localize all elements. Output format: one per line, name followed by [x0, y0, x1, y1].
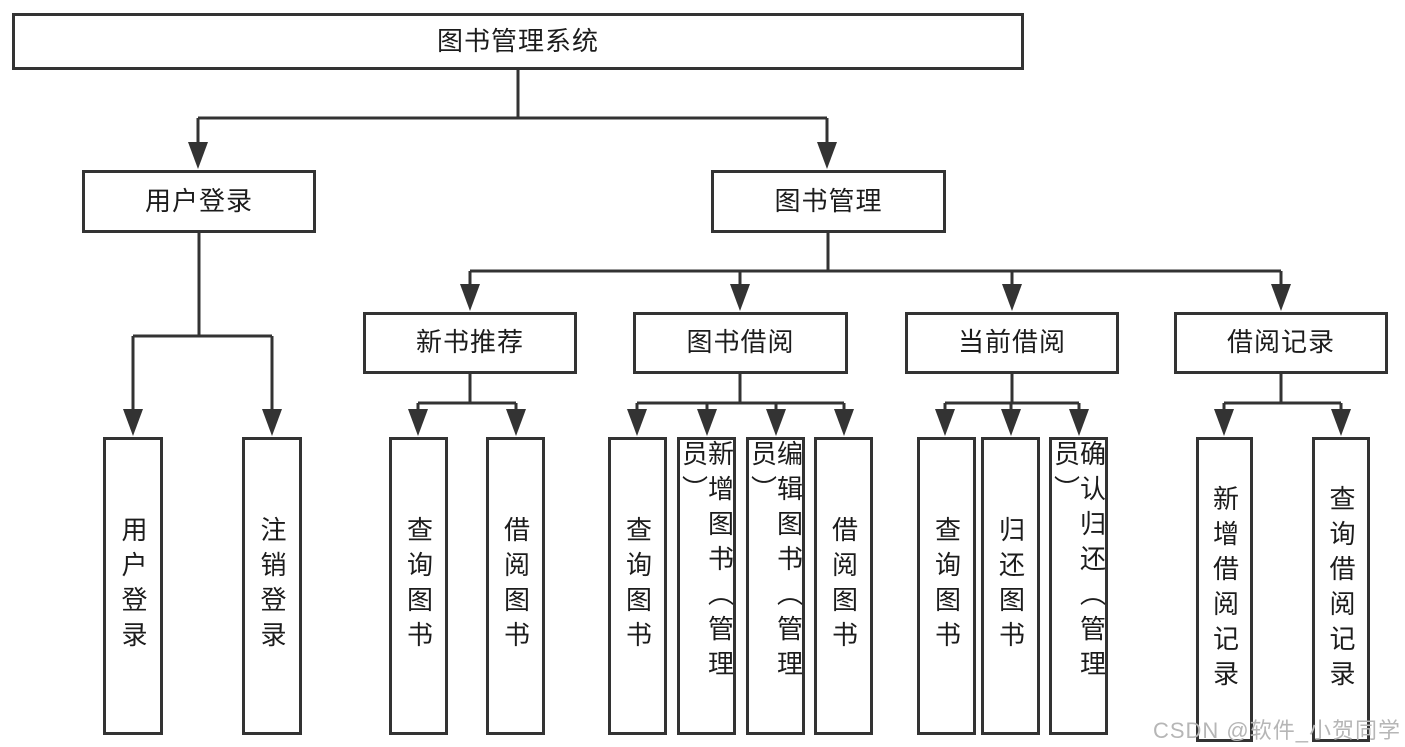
edge-user-login-to-children [123, 233, 282, 436]
node-library-management-system: 图书管理系统 [12, 13, 1024, 70]
leaf-label: 查询借阅记录 [1326, 484, 1356, 695]
leaf-label: 用户登录 [118, 516, 148, 656]
leaf-add-book-admin: 新增图书（管理员） [677, 437, 736, 735]
leaf-label: 归还图书 [995, 516, 1026, 656]
edge-root-to-level2 [188, 70, 837, 169]
leaf-query-books: 查询图书 [608, 437, 667, 735]
node-label: 图书管理 [774, 185, 883, 216]
edge-book-management-to-sections [460, 233, 1291, 311]
leaf-label: 查询图书 [622, 516, 653, 656]
leaf-label: 借阅图书 [500, 516, 531, 656]
leaf-label: 新增图书（管理员） [678, 440, 735, 685]
node-label: 图书管理系统 [436, 25, 599, 56]
leaf-label: 新增借阅记录 [1209, 484, 1240, 695]
leaf-add-borrow-record: 新增借阅记录 [1196, 437, 1253, 742]
leaf-borrow-books: 借阅图书 [486, 437, 545, 735]
node-book-management: 图书管理 [711, 170, 946, 233]
node-label: 用户登录 [144, 185, 253, 216]
leaf-borrow-books: 借阅图书 [814, 437, 873, 735]
node-label: 借阅记录 [1226, 327, 1335, 358]
node-borrowing-records: 借阅记录 [1174, 312, 1388, 374]
edge-book-borrowing-to-children [627, 374, 854, 436]
leaf-query-books: 查询图书 [389, 437, 448, 735]
leaf-label: 查询图书 [403, 516, 434, 656]
leaf-confirm-return-admin: 确认归还（管理员） [1049, 437, 1108, 735]
edge-new-book-recommend-to-children [408, 374, 526, 436]
leaf-return-books: 归还图书 [981, 437, 1040, 735]
node-label: 图书借阅 [686, 327, 795, 358]
leaf-label: 借阅图书 [828, 516, 859, 656]
edge-borrowing-records-to-children [1214, 374, 1351, 436]
leaf-label: 编辑图书（管理员） [747, 440, 804, 685]
edge-current-borrowing-to-children [935, 374, 1089, 436]
node-user-login: 用户登录 [82, 170, 316, 233]
leaf-logout: 注销登录 [242, 437, 302, 735]
leaf-label: 查询图书 [931, 516, 962, 656]
leaf-query-borrow-record: 查询借阅记录 [1312, 437, 1370, 742]
leaf-label: 确认归还（管理员） [1050, 440, 1107, 685]
csdn-watermark: CSDN @软件_小贺同学 [1152, 718, 1401, 743]
node-current-borrowing: 当前借阅 [905, 312, 1119, 374]
leaf-label: 注销登录 [257, 516, 287, 656]
node-label: 新书推荐 [415, 327, 524, 358]
node-new-book-recommend: 新书推荐 [363, 312, 577, 374]
node-book-borrowing: 图书借阅 [633, 312, 848, 374]
leaf-edit-book-admin: 编辑图书（管理员） [746, 437, 805, 735]
leaf-user-login: 用户登录 [103, 437, 163, 735]
node-label: 当前借阅 [957, 327, 1066, 358]
leaf-query-books: 查询图书 [917, 437, 976, 735]
